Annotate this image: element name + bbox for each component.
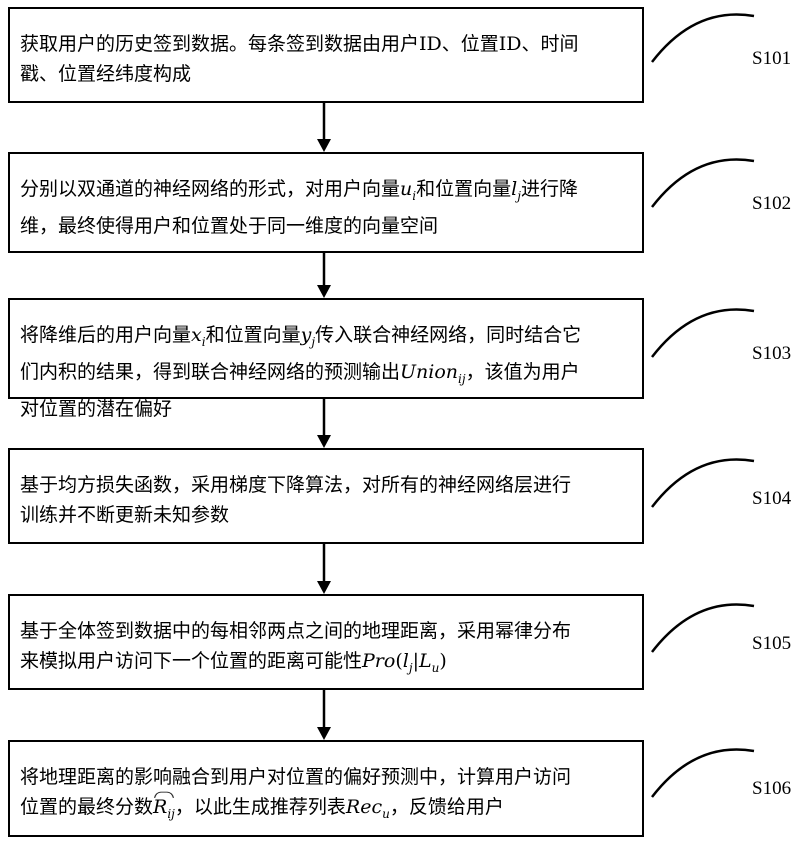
step-label: S102 xyxy=(752,193,791,215)
step-box-s106: 将地理距离的影响融合到用户对位置的偏好预测中，计算用户访问位置的最终分数Rij，… xyxy=(8,740,644,837)
math-symbol: Lu xyxy=(419,650,439,672)
step-leader-curve xyxy=(650,745,758,801)
step-label: S104 xyxy=(752,488,791,510)
step-leader-curve xyxy=(650,455,758,511)
step-text: 传入联合神经网络，同时结合它 xyxy=(315,324,581,346)
step-text: 进行降 xyxy=(521,178,578,200)
step-leader-curve xyxy=(650,10,758,66)
math-symbol: lj xyxy=(403,650,413,672)
step-text: 和位置向量 xyxy=(206,324,301,346)
step-leader-curve xyxy=(650,155,758,211)
step-text: ，该值为用户 xyxy=(466,361,580,383)
math-symbol: ui xyxy=(400,178,416,200)
step-label: S105 xyxy=(752,633,791,655)
step-text-line: 分别以双通道的神经网络的形式，对用户向量ui和位置向量lj进行降 xyxy=(20,174,632,211)
step-leader-curve xyxy=(650,600,758,656)
step-box-s104: 基于均方损失函数，采用梯度下降算法，对所有的神经网络层进行训练并不断更新未知参数 xyxy=(8,448,644,544)
step-text: 来模拟用户访问下一个位置的距离可能性 xyxy=(20,650,362,672)
step-box-s101: 获取用户的历史签到数据。每条签到数据由用户ID、位置ID、时间戳、位置经纬度构成 xyxy=(8,7,644,103)
step-text-line: 训练并不断更新未知参数 xyxy=(20,500,632,530)
step-text-line: 维，最终使得用户和位置处于同一维度的向量空间 xyxy=(20,211,632,241)
step-text: 维，最终使得用户和位置处于同一维度的向量空间 xyxy=(20,215,438,237)
step-text-line: 戳、位置经纬度构成 xyxy=(20,59,632,89)
step-text-line: 基于均方损失函数，采用梯度下降算法，对所有的神经网络层进行 xyxy=(20,470,632,500)
step-text: 将地理距离的影响融合到用户对位置的偏好预测中，计算用户访问 xyxy=(20,766,571,788)
step-text: ) xyxy=(439,650,446,672)
math-symbol: Unionij xyxy=(400,361,466,383)
step-label: S101 xyxy=(752,48,791,70)
flow-arrow xyxy=(314,399,334,448)
math-symbol: yj xyxy=(301,324,315,346)
flow-arrow xyxy=(314,103,334,152)
math-symbol: Pro xyxy=(362,650,395,672)
step-text: 将降维后的用户向量 xyxy=(20,324,191,346)
step-text: 训练并不断更新未知参数 xyxy=(20,504,229,526)
step-text-line: 将降维后的用户向量xi和位置向量yj传入联合神经网络，同时结合它 xyxy=(20,320,632,357)
step-box-s102: 分别以双通道的神经网络的形式，对用户向量ui和位置向量lj进行降维，最终使得用户… xyxy=(8,152,644,253)
step-text-line: 将地理距离的影响融合到用户对位置的偏好预测中，计算用户访问 xyxy=(20,762,632,792)
flow-arrow xyxy=(314,690,334,740)
flow-arrow xyxy=(314,544,334,594)
step-box-s103: 将降维后的用户向量xi和位置向量yj传入联合神经网络，同时结合它们内积的结果，得… xyxy=(8,298,644,399)
step-label: S103 xyxy=(752,343,791,365)
step-text: ，反馈给用户 xyxy=(390,796,504,818)
step-text: 戳、位置经纬度构成 xyxy=(20,63,191,85)
step-text: ，以此生成推荐列表 xyxy=(175,796,346,818)
step-text-line: 们内积的结果，得到联合神经网络的预测输出Unionij，该值为用户 xyxy=(20,357,632,394)
math-symbol: xi xyxy=(191,324,206,346)
step-label: S106 xyxy=(752,778,791,800)
step-text: 分别以双通道的神经网络的形式，对用户向量 xyxy=(20,178,400,200)
step-text: 基于均方损失函数，采用梯度下降算法，对所有的神经网络层进行 xyxy=(20,474,571,496)
step-text-line: 位置的最终分数Rij，以此生成推荐列表Recu，反馈给用户 xyxy=(20,792,632,829)
step-text: 们内积的结果，得到联合神经网络的预测输出 xyxy=(20,361,400,383)
step-text: 获取用户的历史签到数据。每条签到数据由用户ID、位置ID、时间 xyxy=(20,33,578,55)
step-text-line: 来模拟用户访问下一个位置的距离可能性Pro(lj|Lu) xyxy=(20,646,632,683)
step-text: 和位置向量 xyxy=(416,178,511,200)
step-text: ( xyxy=(395,650,402,672)
math-symbol: lj xyxy=(511,178,521,200)
step-text-line: 获取用户的历史签到数据。每条签到数据由用户ID、位置ID、时间 xyxy=(20,29,632,59)
step-leader-curve xyxy=(650,305,758,361)
step-text-line: 基于全体签到数据中的每相邻两点之间的地理距离，采用幂律分布 xyxy=(20,616,632,646)
flow-arrow xyxy=(314,253,334,298)
math-symbol: Rij xyxy=(153,792,175,829)
math-symbol: Recu xyxy=(346,796,390,818)
step-text: 对位置的潜在偏好 xyxy=(20,398,172,420)
step-box-s105: 基于全体签到数据中的每相邻两点之间的地理距离，采用幂律分布来模拟用户访问下一个位… xyxy=(8,594,644,690)
step-text: 基于全体签到数据中的每相邻两点之间的地理距离，采用幂律分布 xyxy=(20,620,571,642)
step-text: 位置的最终分数 xyxy=(20,796,153,818)
